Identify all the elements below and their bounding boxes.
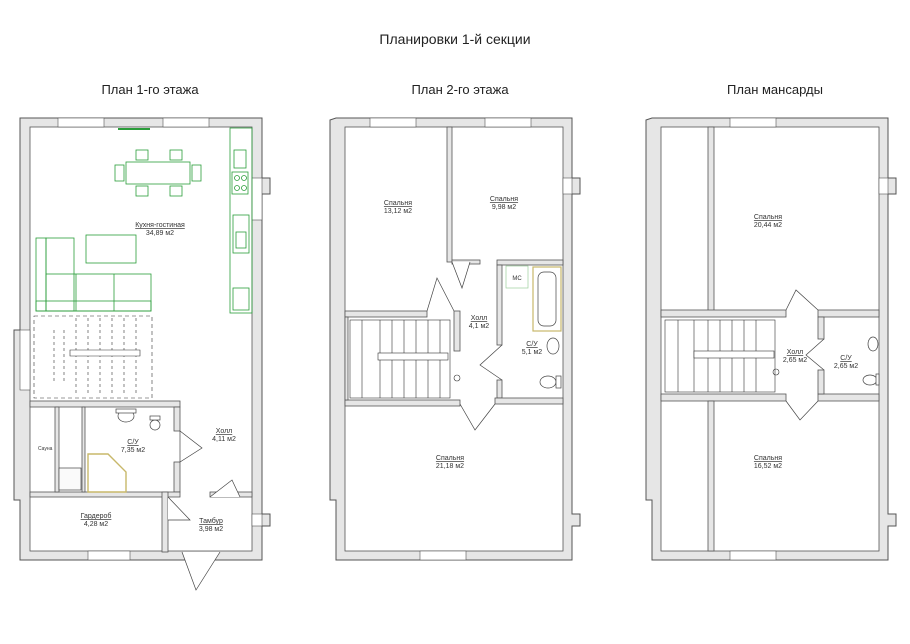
- room-name: Холл: [471, 315, 488, 322]
- room-name: Спальня: [436, 455, 464, 462]
- plan-3-labels: Спальня 20,44 м2 Холл 2,65 м2 С/У 2,65 м…: [754, 214, 858, 470]
- plan-1-labels: Кухня-гостиная 34,89 м2 С/У 7,35 м2 Холл…: [38, 222, 236, 533]
- room-area: 4,1 м2: [469, 323, 489, 330]
- plan-1-title: План 1-го этажа: [101, 82, 199, 97]
- room-name: Холл: [787, 349, 804, 356]
- room-name: Спальня: [490, 196, 518, 203]
- room-area: 4,11 м2: [212, 436, 236, 443]
- plan-2-drawing: Спальня 13,12 м2 Спальня 9,98 м2 Холл 4,…: [329, 117, 581, 561]
- room-name: С/У: [127, 439, 139, 446]
- room-name: Спальня: [754, 455, 782, 462]
- room-name: С/У: [526, 341, 538, 348]
- plan-1-stair: [33, 315, 153, 399]
- plan-1-bathroom-fixtures: [58, 408, 161, 493]
- room-name: Спальня: [384, 200, 412, 207]
- room-name: Сауна: [38, 446, 53, 452]
- plan-3-doors: [785, 289, 825, 421]
- room-area: 13,12 м2: [384, 208, 412, 215]
- plan-2-title: План 2-го этажа: [411, 82, 509, 97]
- room-area: 20,44 м2: [754, 222, 782, 229]
- plan-1-furniture: [35, 127, 253, 314]
- room-area: 9,98 м2: [492, 204, 516, 211]
- plan-3-interior-walls: [660, 126, 880, 552]
- room-area: 2,65 м2: [783, 357, 807, 364]
- plan-2-windows: [369, 117, 573, 561]
- plan-2-stair: [349, 319, 461, 399]
- room-area: 7,35 м2: [121, 447, 145, 454]
- plan-3-bathroom-fixtures: [862, 336, 880, 386]
- room-area: 16,52 м2: [754, 463, 782, 470]
- plan-1-doors: [167, 430, 241, 591]
- room-name: Холл: [216, 428, 233, 435]
- room-name: Тамбур: [199, 517, 223, 525]
- room-area: 5,1 м2: [522, 349, 542, 356]
- room-area: 34,89 м2: [146, 230, 174, 237]
- plan-2-bathroom-fixtures: [505, 265, 562, 389]
- room-area: 2,65 м2: [834, 363, 858, 370]
- plan-3-drawing: Спальня 20,44 м2 Холл 2,65 м2 С/У 2,65 м…: [645, 117, 897, 561]
- room-name: Гардероб: [81, 512, 112, 520]
- room-name: Кухня-гостиная: [135, 222, 185, 229]
- room-name: Спальня: [754, 214, 782, 221]
- plan-3-floor: [660, 126, 880, 552]
- plan-2-labels: Спальня 13,12 м2 Спальня 9,98 м2 Холл 4,…: [384, 196, 542, 470]
- room-name: С/У: [840, 355, 852, 362]
- plan-3-title: План мансарды: [727, 82, 823, 97]
- plan-2-doors: [426, 261, 503, 431]
- room-area: 21,18 м2: [436, 463, 464, 470]
- plan-3-windows: [729, 117, 889, 561]
- plan-1-drawing: Кухня-гостиная 34,89 м2 С/У 7,35 м2 Холл…: [13, 117, 271, 591]
- room-name: МС: [512, 276, 522, 282]
- room-area: 4,28 м2: [84, 521, 108, 528]
- plan-3-stair: [664, 319, 780, 393]
- page-title: Планировки 1-й секции: [379, 31, 531, 47]
- room-area: 3,98 м2: [199, 526, 223, 533]
